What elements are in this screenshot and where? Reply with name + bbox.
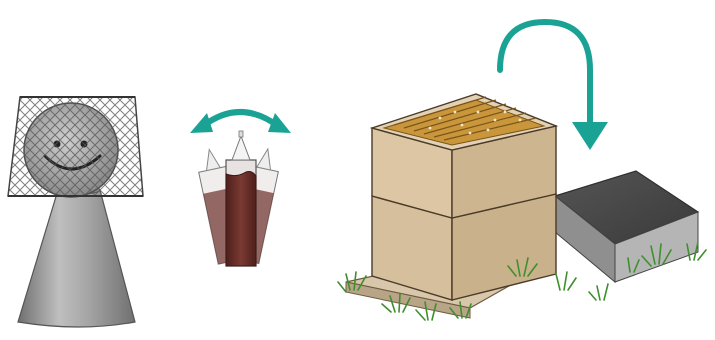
grass <box>337 241 707 321</box>
hive-lower-box <box>371 193 557 301</box>
syrup-bottle <box>225 130 257 267</box>
shaking-bottles-step <box>190 109 291 267</box>
hive-lid <box>553 170 700 284</box>
down-arrow-icon <box>497 18 593 131</box>
cone-stand <box>17 189 136 328</box>
veil-mesh <box>7 96 144 197</box>
swap-arrow-icon <box>200 109 281 129</box>
hive-step <box>337 18 707 321</box>
beekeeper-figure <box>7 96 144 328</box>
hive-upper-box <box>369 93 559 219</box>
